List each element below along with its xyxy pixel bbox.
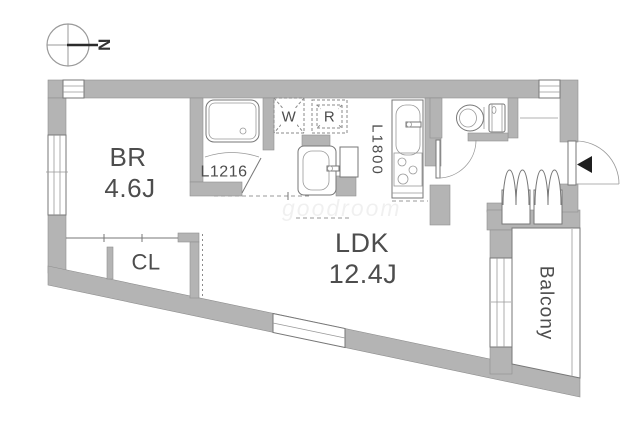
wall-right-upper [559,79,579,143]
watermark: goodroom [282,195,402,221]
entrance-door-arc [575,140,620,185]
kitchen-faucet-knob [406,121,412,128]
kitchen-sink-icon [395,104,421,156]
fridge-pad-outline [311,99,348,134]
entrance-arrow-icon [577,156,592,173]
balcony-door [489,257,513,348]
bathroom: L1216 [201,99,262,194]
wall-bath-south [189,181,243,197]
window-top-left [62,79,85,99]
windows [46,79,561,349]
closet-label: CL [131,250,160,275]
toilet-tank-knob [491,106,497,114]
hall-counter [339,146,359,178]
kitchen-faucet-icon [405,121,422,128]
fridge-label: R [324,109,335,126]
wall-toilet-south [467,132,509,142]
bathtub-apron [204,152,260,158]
bathtub-inner [208,102,257,140]
wall-bath-east [262,97,275,151]
washer-label-chip [281,108,297,126]
burner-1 [397,157,407,167]
window-bedroom-west [46,134,68,216]
fridge-label-chip [321,108,338,126]
toilet-door-leaf [435,139,441,179]
bedroom-size-label: 4.6J [104,173,155,203]
fridge-pad-inner [316,104,343,129]
wall-closet-stub [106,246,114,280]
entry [501,117,620,225]
bathtub-icon [205,99,260,143]
window-ldk-south [272,312,346,349]
bath-size-label: L1216 [201,164,248,181]
vanity-faucet-icon [326,165,340,172]
partition-lines [66,192,428,296]
toilet-bowl-inner [459,108,477,128]
balcony-floor [511,227,581,379]
burner-3 [397,173,409,185]
wall-left-upper [47,97,67,136]
toilet-tank-icon [488,103,506,133]
wall-hall-south [429,184,451,226]
vanity-faucet-knob [327,165,333,172]
stove-icon [393,152,423,187]
burner-2 [408,165,418,175]
refrigerator-pad: R [311,99,348,134]
wall-closet-flange [177,232,200,243]
wall-vanity-east [335,175,357,197]
bath-door [241,157,262,194]
entrance-door-leaf [567,140,577,186]
shoe-cabinet-doors-icon [502,169,562,206]
balcony-label: Balcony [536,266,557,341]
north-label: N [95,39,114,52]
wall-balcony-west-lower [489,346,513,375]
washer-pad-outline [273,97,305,134]
washer-pad: W [273,97,305,134]
wall-toilet-west [429,97,443,139]
toilet-room [435,103,506,179]
kitchen-size-label: L1800 [369,124,386,176]
bedroom-name-label: BR [109,142,146,172]
wall-right-lower [559,183,579,213]
kitchen: L1800 [369,99,424,199]
wall-closet-east [189,241,200,299]
compass: N [46,23,114,67]
bathtub-drain-icon [239,127,247,135]
wall-left-lower [47,214,67,274]
vanity [297,145,359,196]
window-top-right [538,79,561,99]
ldk-size-label: 12.4J [329,259,398,289]
wall-balcony-west-upper [489,229,513,259]
washer-label: W [282,109,297,126]
balcony: Balcony [511,227,581,379]
toilet-door-arc [437,139,477,179]
toilet-bowl-icon [456,104,484,132]
ldk-name-label: LDK [335,228,389,258]
wall-top [47,79,561,99]
wall-toilet-east [507,97,519,139]
